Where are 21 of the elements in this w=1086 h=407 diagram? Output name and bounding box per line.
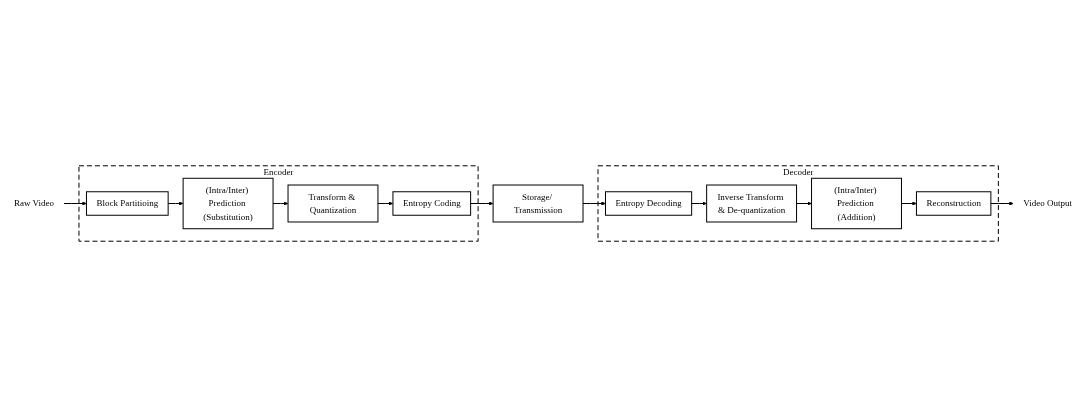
node-box: Storage/ Transmission xyxy=(492,184,584,223)
node-box: (Intra/Inter) Prediction (Addition) xyxy=(811,177,902,230)
arrow xyxy=(582,201,606,206)
node-box: Transform & Quantization xyxy=(287,184,379,223)
node-box: Inverse Transform & De-quantization xyxy=(706,184,798,223)
node-text: Video Output xyxy=(1023,198,1073,209)
arrow xyxy=(900,201,917,206)
arrow xyxy=(63,201,87,206)
arrow xyxy=(796,201,812,206)
node-box: Entropy Decoding xyxy=(605,191,693,216)
arrow xyxy=(272,201,289,206)
node-text: Raw Video xyxy=(13,198,54,209)
arrow xyxy=(990,201,1014,206)
node-box: Block Partitioing xyxy=(85,191,169,216)
arrow xyxy=(470,201,494,206)
node-box: (Intra/Inter) Prediction (Substitution) xyxy=(182,177,274,230)
arrow xyxy=(377,201,394,206)
node-box: Reconstruction xyxy=(915,191,992,216)
arrow xyxy=(691,201,707,206)
node-box: Entropy Coding xyxy=(392,191,472,216)
arrow xyxy=(167,201,184,206)
